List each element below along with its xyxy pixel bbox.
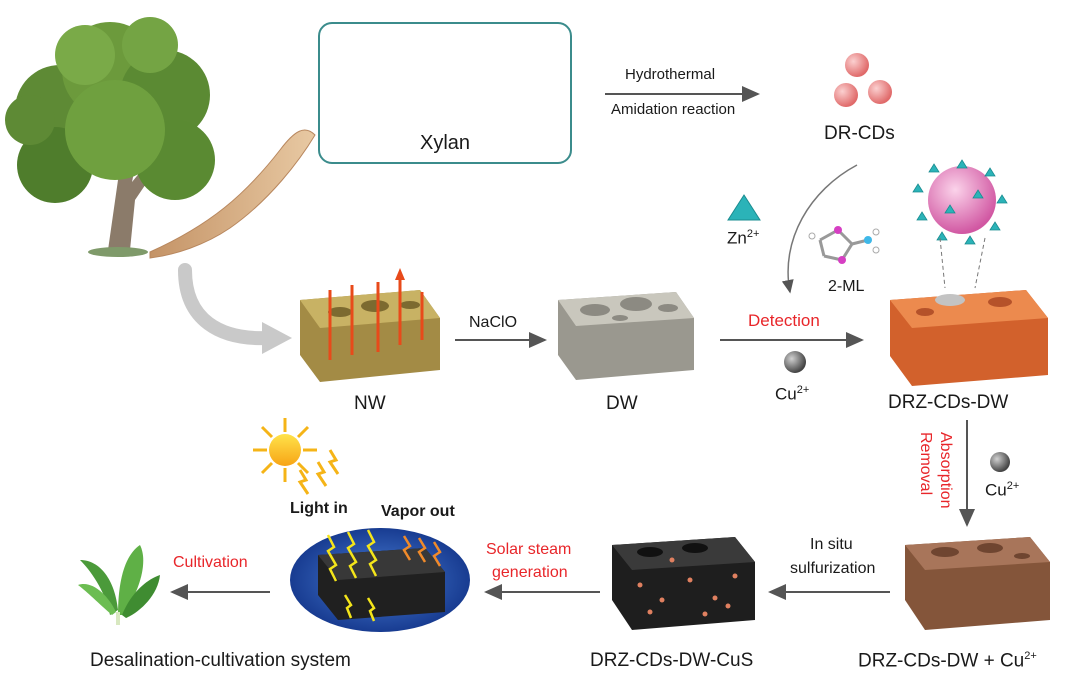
reaction-label-amidation: Amidation reaction <box>611 101 736 118</box>
cu-removal-label: Cu2+ <box>985 480 1020 500</box>
assembly-arrow <box>781 164 858 294</box>
drz-cds-dw-cu-label: DRZ-CDs-DW + Cu2+ <box>858 650 1037 672</box>
drz-cds-dw-cus-label: DRZ-CDs-DW-CuS <box>590 650 754 671</box>
vapor-out-label: Vapor out <box>381 503 455 520</box>
solar-evaporator-icon <box>290 528 470 632</box>
drz-cds-dw-cu-block <box>905 537 1050 630</box>
nw-wood-block <box>300 268 440 382</box>
drz-cds-sphere-icon <box>912 159 1008 289</box>
sun-icon <box>253 418 340 495</box>
zn-triangle-icon <box>727 194 761 221</box>
absorption-label: Absorption <box>937 432 954 509</box>
dw-wood-block <box>558 292 694 380</box>
plant-icon <box>78 545 160 625</box>
naclo-label: NaClO <box>469 314 518 331</box>
desalination-label: Desalination-cultivation system <box>90 650 351 671</box>
cu-ball-detect-icon <box>784 351 806 373</box>
drz-cds-dw-label: DRZ-CDs-DW <box>888 392 1009 413</box>
drz-cds-dw-cus-block <box>612 537 755 630</box>
in-situ-label: In situ <box>810 536 853 553</box>
tree-icon <box>5 17 215 257</box>
cu-detect-label: Cu2+ <box>775 384 810 404</box>
cu-ball-removal-icon <box>990 452 1010 472</box>
dr-cds-particles <box>834 53 892 107</box>
zn-label: Zn2+ <box>727 228 760 248</box>
2ml-label: 2-ML <box>828 278 865 295</box>
dr-cds-label: DR-CDs <box>824 123 895 144</box>
xylan-structure-box: Xylan <box>318 22 572 164</box>
reaction-label-hydrothermal: Hydrothermal <box>625 66 716 83</box>
generation-label: generation <box>492 564 568 581</box>
removal-label: Removal <box>917 432 934 496</box>
cultivation-label: Cultivation <box>173 554 248 571</box>
drz-cds-dw-block <box>890 290 1048 386</box>
nw-label: NW <box>354 393 386 414</box>
sulfurization-label: sulfurization <box>790 560 876 577</box>
2ml-molecule-icon <box>808 226 880 264</box>
xylan-label: Xylan <box>419 132 471 154</box>
wood-branch <box>149 129 316 259</box>
curved-arrow <box>178 263 275 346</box>
dw-label: DW <box>606 393 638 414</box>
detection-label: Detection <box>748 311 820 330</box>
light-in-label: Light in <box>290 500 348 517</box>
solar-steam-label: Solar steam <box>486 541 572 558</box>
